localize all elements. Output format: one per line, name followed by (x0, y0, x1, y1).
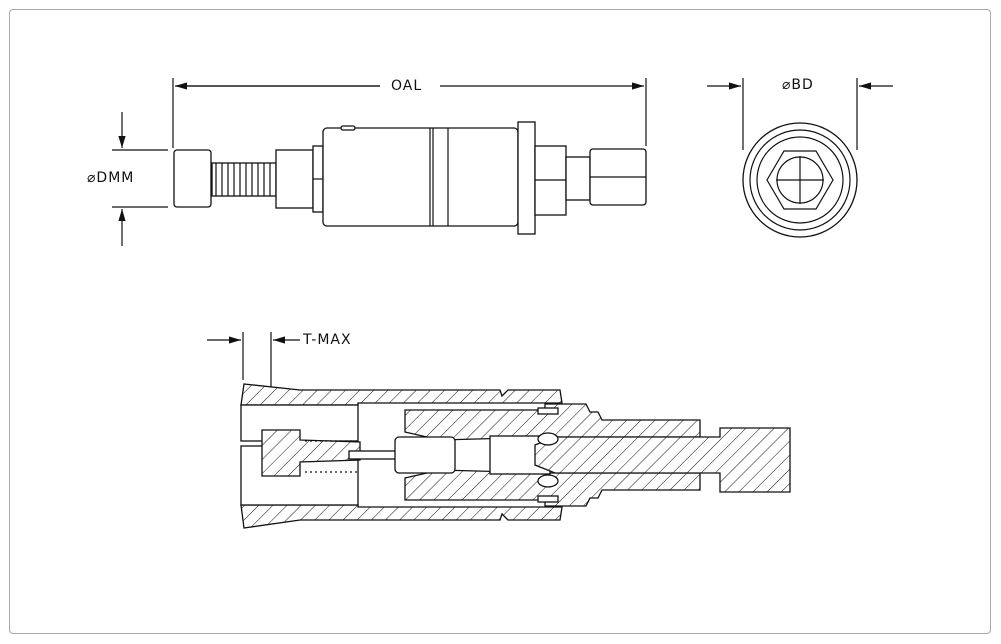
side-view (112, 78, 647, 246)
oal-dimension-label: OAL (388, 78, 426, 94)
dmm-dimension-label: ⌀DMM (84, 170, 138, 186)
tmax-dimension-label: T-MAX (300, 332, 355, 348)
section-view (207, 332, 791, 529)
end-view (707, 78, 893, 238)
drawing-frame (9, 9, 991, 634)
bd-dimension-label: ⌀BD (779, 77, 817, 93)
